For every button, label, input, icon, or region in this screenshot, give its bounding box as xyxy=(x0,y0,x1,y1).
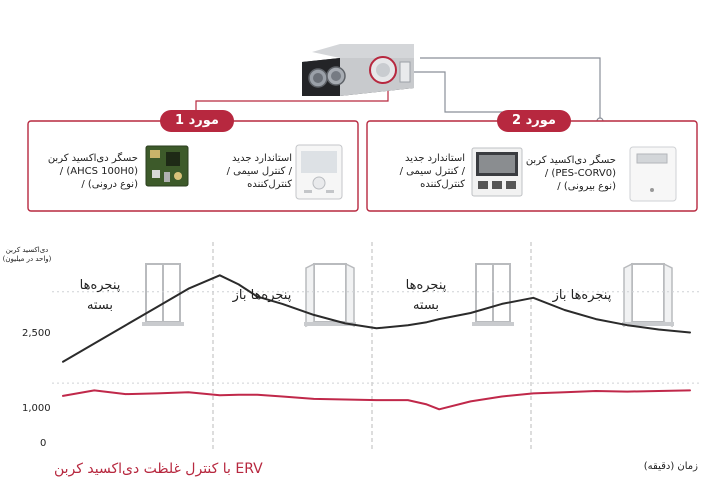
case2-sensor-caption: حسگر دی‌اکسید کربن (PES-CORV0) / (نوع بی… xyxy=(526,154,616,193)
erv-controlled-co2-line xyxy=(62,389,691,411)
co2-concentration-line xyxy=(62,274,691,363)
window-closed-icon xyxy=(472,263,514,326)
y-axis-title-line-2: (واحد در میلیون) xyxy=(2,255,52,263)
case1-badge-label: مورد 1 xyxy=(175,113,219,128)
state-label-closed-2: پنجره‌ها بسته xyxy=(386,276,466,316)
case2-badge-label: مورد 2 xyxy=(512,113,556,128)
case2-sensor-line-3: (نوع بیرونی) / xyxy=(557,181,616,192)
state-label-line: بسته xyxy=(86,298,114,313)
case1-badge xyxy=(160,110,234,132)
case1-sensor-caption: حسگر دی‌اکسید کربن (AHCS 100H0) / (نوع د… xyxy=(48,152,138,191)
y-tick-label: 2,500 xyxy=(22,328,51,339)
y-tick-label: 0 xyxy=(40,438,47,449)
case2-controller-line-3: کنترل‌کننده xyxy=(420,179,465,190)
case1-sensor-line-1: حسگر دی‌اکسید کربن xyxy=(47,153,138,164)
state-label-line: پنجره‌ها باز xyxy=(552,288,612,303)
case1-connector xyxy=(195,84,389,114)
window-open-icon xyxy=(304,262,356,328)
erv-connection-diagram xyxy=(27,44,698,212)
case2-wired-controller xyxy=(471,147,523,197)
case2-controller-line-2: / کنترل سیمی / xyxy=(399,166,465,177)
y-tick-label: 1,000 xyxy=(22,403,51,414)
case1-wired-controller xyxy=(295,144,343,200)
case2-co2-sensor-external xyxy=(629,146,677,202)
case1-controller-line-2: / کنترل سیمی / xyxy=(226,166,292,177)
case2-connector-a xyxy=(412,71,520,113)
state-label-line: پنجره‌ها باز xyxy=(232,288,292,303)
legend-label: ERV با کنترل غلظت دی‌اکسید کربن xyxy=(54,461,263,477)
state-label-open-1: پنجره‌ها باز xyxy=(218,286,306,306)
case1-controller-caption: استاندارد جدید / کنترل سیمی / کنترل‌کنند… xyxy=(227,152,292,191)
case2-controller-line-1: استاندارد جدید xyxy=(405,153,465,164)
case1-co2-sensor-board xyxy=(145,145,189,187)
case1-sensor-line-2: (AHCS 100H0) / xyxy=(59,166,138,177)
y-axis-title: دی‌اکسید کربن (واحد در میلیون) xyxy=(2,246,52,264)
case1-sensor-line-3: (نوع درونی) / xyxy=(81,179,138,190)
x-axis-title: زمان (دقیقه) xyxy=(643,461,698,472)
case2-sensor-line-2: (PES-CORV0) / xyxy=(544,168,616,179)
case1-controller-line-3: کنترل‌کننده xyxy=(247,179,292,190)
co2-chart xyxy=(52,242,700,450)
window-closed-icon xyxy=(142,263,184,326)
state-label-line: بسته xyxy=(412,298,440,313)
state-label-closed-1: پنجره‌ها بسته xyxy=(60,276,140,316)
erv-unit-illustration xyxy=(302,44,414,96)
state-label-line: پنجره‌ها xyxy=(79,278,121,293)
state-label-line: پنجره‌ها xyxy=(405,278,447,293)
case2-badge xyxy=(497,110,571,132)
case2-controller-caption: استاندارد جدید / کنترل سیمی / کنترل‌کنند… xyxy=(400,152,465,191)
case2-sensor-line-1: حسگر دی‌اکسید کربن xyxy=(525,155,616,166)
case1-controller-line-1: استاندارد جدید xyxy=(232,153,292,164)
window-open-icon xyxy=(622,262,674,328)
y-axis-title-line-1: دی‌اکسید کربن xyxy=(5,246,49,254)
case2-connector-b xyxy=(420,57,601,118)
state-label-open-2: پنجره‌ها باز xyxy=(538,286,626,306)
